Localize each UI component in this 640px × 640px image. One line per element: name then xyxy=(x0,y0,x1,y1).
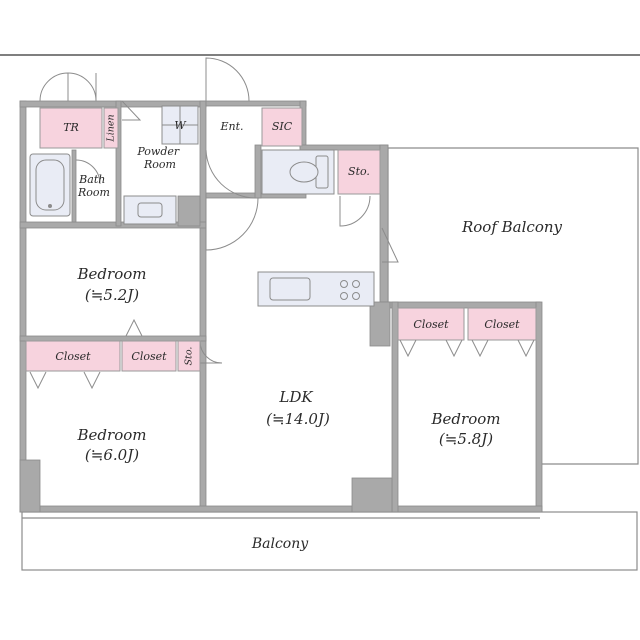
tr-closet xyxy=(39,107,103,149)
closet-3-label: Closet xyxy=(413,318,449,331)
storage-small xyxy=(177,340,201,372)
washer-icon xyxy=(161,105,199,145)
bedroom-2-size: (≒6.0J) xyxy=(85,446,139,464)
ldk-size: (≒14.0J) xyxy=(266,410,330,428)
closet-4 xyxy=(467,307,537,341)
ldk-label: LDK xyxy=(278,388,313,406)
kitchen-counter-icon xyxy=(257,271,375,307)
door-swings xyxy=(39,57,399,364)
closet-2 xyxy=(121,340,177,372)
storage-top-label: Sto. xyxy=(348,165,370,178)
balcony-label: Balcony xyxy=(251,536,309,552)
bathtub-icon xyxy=(29,153,71,217)
bedroom-3-size: (≒5.8J) xyxy=(439,430,493,448)
linen-closet xyxy=(103,107,119,149)
sic-label: SIC xyxy=(272,120,293,133)
sic-closet xyxy=(261,107,303,147)
closet-2-label: Closet xyxy=(131,350,167,363)
entrance-label: Ent. xyxy=(219,120,243,133)
balcony-outline xyxy=(21,511,638,571)
closet-4-label: Closet xyxy=(484,318,520,331)
bedroom-1-label: Bedroom xyxy=(77,265,147,283)
closet-1 xyxy=(25,340,121,372)
exterior-walls xyxy=(19,100,543,513)
linen-label: Linen xyxy=(106,114,117,142)
washer-label: W xyxy=(174,119,187,132)
roof-balcony-label: Roof Balcony xyxy=(461,218,563,236)
storage-top xyxy=(337,149,381,195)
bedroom-2-label: Bedroom xyxy=(77,426,147,444)
storage-small-label: Sto. xyxy=(184,347,195,366)
closet-door-ticks xyxy=(29,318,535,390)
sink-icon xyxy=(123,195,177,225)
closet-3 xyxy=(397,307,465,341)
bath-room-label: Bath Room xyxy=(77,173,110,199)
closet-1-label: Closet xyxy=(55,350,91,363)
powder-room-label: Powder Room xyxy=(136,145,182,171)
toilet-icon xyxy=(261,149,335,195)
bedroom-1-size: (≒5.2J) xyxy=(85,286,139,304)
bedroom-3-label: Bedroom xyxy=(431,410,501,428)
tr-label: TR xyxy=(63,121,79,134)
